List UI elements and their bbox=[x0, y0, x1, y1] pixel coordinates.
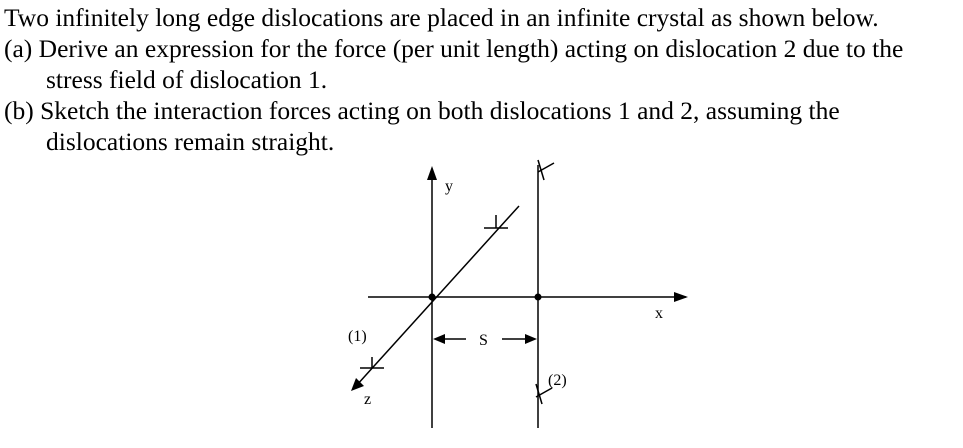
dislocation-2-symbol-top bbox=[537, 159, 555, 181]
dislocation-2-symbol-bottom bbox=[535, 383, 553, 405]
origin-point bbox=[428, 293, 436, 301]
problem-intro: Two infinitely long edge dislocations ar… bbox=[4, 3, 879, 32]
problem-statement: Two infinitely long edge dislocations ar… bbox=[4, 2, 959, 157]
dislocation-1-symbol-lower bbox=[360, 357, 384, 369]
part-b-line-2: dislocations remain straight. bbox=[46, 127, 335, 156]
dislocation-2-label: (2) bbox=[548, 372, 567, 389]
separation-label: S bbox=[479, 332, 488, 349]
x-axis-arrowhead bbox=[674, 292, 688, 302]
part-b-line-1: (b) Sketch the interaction forces acting… bbox=[4, 96, 840, 125]
x-axis-label: x bbox=[655, 305, 663, 322]
y-axis-arrowhead bbox=[427, 166, 437, 180]
dislocation-1-symbol-upper bbox=[484, 215, 508, 229]
separation-arrowhead-right bbox=[525, 334, 537, 344]
z-axis-arrowhead bbox=[351, 378, 364, 391]
z-axis-line bbox=[355, 205, 520, 387]
y-axis-label: y bbox=[445, 178, 453, 195]
dislocation-2-point bbox=[534, 293, 542, 301]
part-a-line-2: stress field of dislocation 1. bbox=[46, 65, 328, 94]
separation-arrowhead-left bbox=[433, 334, 445, 344]
part-a-line-1: (a) Derive an expression for the force (… bbox=[4, 34, 904, 63]
z-axis-label: z bbox=[364, 391, 371, 408]
dislocation-1-label: (1) bbox=[348, 328, 367, 345]
